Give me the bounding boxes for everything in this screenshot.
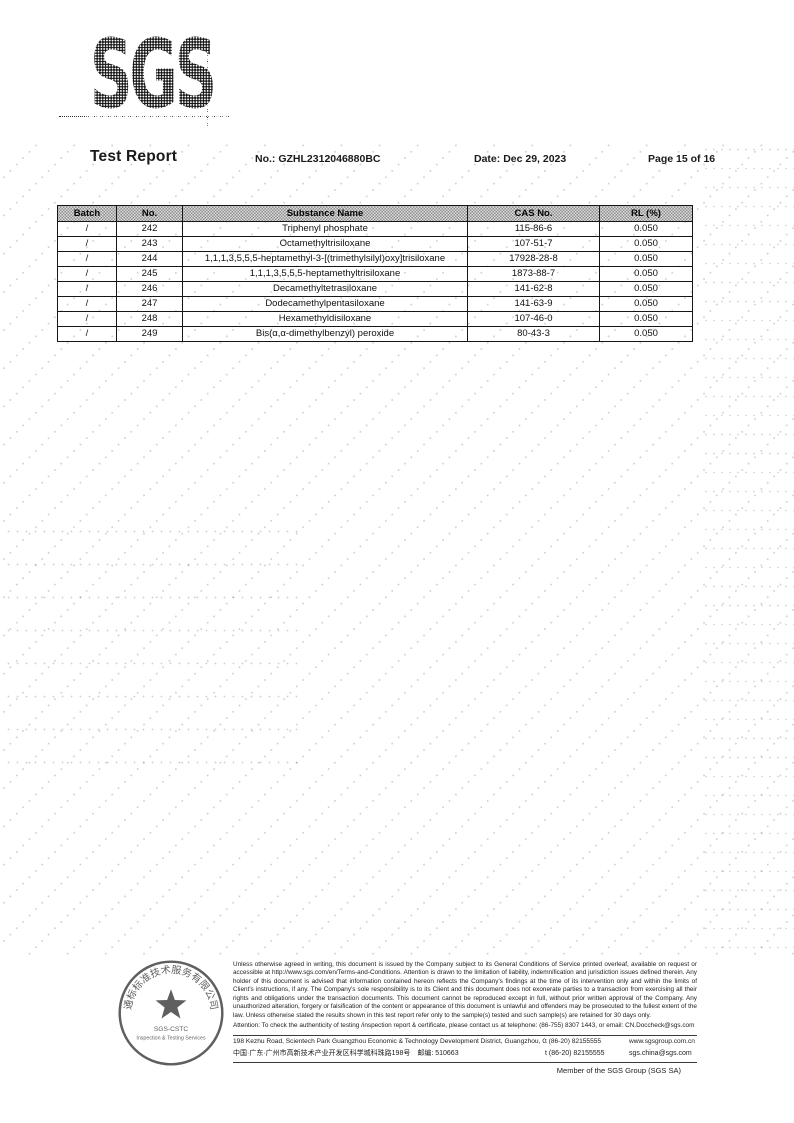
scan-watermark <box>0 140 794 958</box>
cell-batch: / <box>57 281 117 297</box>
col-header-cas: CAS No. <box>467 205 600 222</box>
cell-no: 245 <box>116 266 183 282</box>
cell-rl: 0.050 <box>599 326 693 342</box>
horizontal-dotted-pattern <box>4 515 304 765</box>
cell-cas: 17928-28-8 <box>467 251 600 267</box>
footer-divider-bottom <box>233 1061 697 1063</box>
report-number-label: No.: <box>255 153 276 165</box>
cell-no: 246 <box>116 281 183 297</box>
cell-substance: Triphenyl phosphate <box>182 221 468 237</box>
cell-cas: 107-51-7 <box>467 236 600 252</box>
cell-rl: 0.050 <box>599 251 693 267</box>
cell-no: 249 <box>116 326 183 342</box>
cell-rl: 0.050 <box>599 266 693 282</box>
cell-substance: 1,1,1,3,5,5,5-heptamethyl-3-[(trimethyls… <box>182 251 468 267</box>
sgs-logo: SGS <box>90 20 217 130</box>
cell-batch: / <box>57 326 117 342</box>
cell-rl: 0.050 <box>599 296 693 312</box>
cell-cas: 107-46-0 <box>467 311 600 327</box>
cell-batch: / <box>57 311 117 327</box>
table-row: / 244 1,1,1,3,5,5,5-heptamethyl-3-[(trim… <box>57 251 693 267</box>
report-date: Date: Dec 29, 2023 <box>474 153 566 165</box>
cell-batch: / <box>57 251 117 267</box>
cell-rl: 0.050 <box>599 236 693 252</box>
cell-substance: Bis(α,α-dimethylbenzyl) peroxide <box>182 326 468 342</box>
col-header-rl: RL (%) <box>599 205 693 222</box>
stamp-line1: SGS-CSTC <box>154 1026 189 1033</box>
cell-cas: 115-86-6 <box>467 221 600 237</box>
table-header-row: Batch No. Substance Name CAS No. RL (%) <box>57 205 693 222</box>
cell-substance: Octamethyltrisiloxane <box>182 236 468 252</box>
cell-cas: 1873-88-7 <box>467 266 600 282</box>
cell-no: 243 <box>116 236 183 252</box>
cell-substance: Decamethyltetrasiloxane <box>182 281 468 297</box>
page-indicator: Page 15 of 16 <box>648 153 716 165</box>
table-row: / 249 Bis(α,α-dimethylbenzyl) peroxide 8… <box>57 326 693 342</box>
cell-substance: 1,1,1,3,5,5,5-heptamethyltrisiloxane <box>182 266 468 282</box>
cell-batch: / <box>57 266 117 282</box>
phone-number: t (86-20) 82155555 <box>545 1038 602 1045</box>
col-header-substance: Substance Name <box>182 205 468 222</box>
address-row-en: 198 Kezhu Road, Scientech Park Guangzhou… <box>233 1038 697 1045</box>
cell-batch: / <box>57 221 117 237</box>
table-row: / 248 Hexamethyldisiloxane 107-46-0 0.05… <box>57 311 693 327</box>
table-row: / 242 Triphenyl phosphate 115-86-6 0.050 <box>57 221 693 237</box>
table-row: / 246 Decamethyltetrasiloxane 141-62-8 0… <box>57 281 693 297</box>
address-en: 198 Kezhu Road, Scientech Park Guangzhou… <box>233 1038 545 1045</box>
report-number-value: GZHL2312046880BC <box>278 153 381 165</box>
report-title: Test Report <box>90 148 178 165</box>
email-text: sgs.china@sgs.com <box>629 1049 692 1057</box>
logo-underline-dotted <box>59 116 229 117</box>
address-cn: 中国·广东·广州市高新技术产业开发区科学城科珠路198号 邮编: 510663 <box>233 1049 459 1057</box>
phone-number: t (86-20) 82155555 <box>545 1049 605 1057</box>
address-row-cn: 中国·广东·广州市高新技术产业开发区科学城科珠路198号 邮编: 510663 … <box>233 1048 697 1058</box>
footer: Unless otherwise agreed in writing, this… <box>233 961 697 1075</box>
cell-rl: 0.050 <box>599 281 693 297</box>
col-header-batch: Batch <box>57 205 117 222</box>
cell-no: 244 <box>116 251 183 267</box>
cell-rl: 0.050 <box>599 221 693 237</box>
stamp-circle <box>118 960 224 1066</box>
footer-divider-top <box>233 1034 697 1036</box>
disclaimer-text: Unless otherwise agreed in writing, this… <box>233 961 697 1019</box>
substance-table: Batch No. Substance Name CAS No. RL (%) … <box>57 205 693 342</box>
attention-text: Attention: To check the authenticity of … <box>233 1022 695 1030</box>
cell-substance: Hexamethyldisiloxane <box>182 311 468 327</box>
cell-cas: 141-63-9 <box>467 296 600 312</box>
company-stamp: 通标标准技术服务有限公司 SGS-CSTC Inspection & Testi… <box>114 956 228 1070</box>
member-line: Member of the SGS Group (SGS SA) <box>556 1066 681 1075</box>
cell-no: 248 <box>116 311 183 327</box>
cell-substance: Dodecamethylpentasiloxane <box>182 296 468 312</box>
cell-cas: 141-62-8 <box>467 281 600 297</box>
logo-vertical-dotted <box>207 48 208 128</box>
report-number: No.: GZHL2312046880BC <box>255 153 380 165</box>
website-text: www.sgsgroup.com.cn <box>629 1038 695 1045</box>
cell-batch: / <box>57 296 117 312</box>
col-header-no: No. <box>116 205 183 222</box>
cell-rl: 0.050 <box>599 311 693 327</box>
table-row: / 243 Octamethyltrisiloxane 107-51-7 0.0… <box>57 236 693 252</box>
report-date-value: Dec 29, 2023 <box>503 153 567 165</box>
cell-batch: / <box>57 236 117 252</box>
right-margin-dotted-pattern <box>702 140 794 958</box>
cell-cas: 80-43-3 <box>467 326 600 342</box>
report-date-label: Date: <box>474 153 501 165</box>
table-row: / 247 Dodecamethylpentasiloxane 141-63-9… <box>57 296 693 312</box>
stamp-line2: Inspection & Testing Services <box>136 1036 206 1042</box>
table-row: / 245 1,1,1,3,5,5,5-heptamethyltrisiloxa… <box>57 266 693 282</box>
cell-no: 242 <box>116 221 183 237</box>
cell-no: 247 <box>116 296 183 312</box>
stamp-star-icon <box>155 989 187 1019</box>
